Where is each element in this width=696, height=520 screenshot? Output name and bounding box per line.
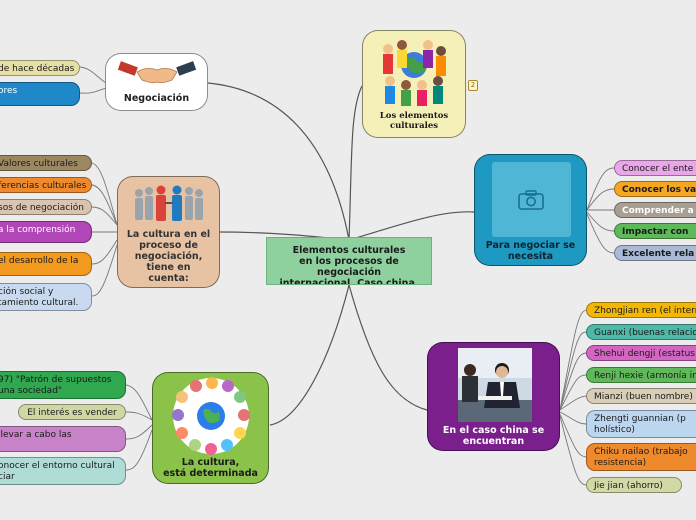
caso-china-child-7[interactable]: Chiku nailao (trabajo resistencia) (586, 443, 696, 471)
para-negociar-child-1[interactable]: Conocer el ente (614, 160, 696, 176)
caso-china-child-1[interactable]: Zhongjian ren (el interm (586, 302, 696, 318)
caso-china-child-4[interactable]: Renji hexie (armonía in (586, 367, 696, 383)
image-placeholder (492, 162, 571, 237)
cultura-neg-child-3[interactable]: sos de negociación (0, 199, 92, 215)
link-center-para-negociar (348, 211, 475, 241)
topic-caso-china-label: En el caso china se encuentran (442, 425, 545, 447)
caso-china-child-2[interactable]: Guanxi (buenas relacio (586, 324, 696, 340)
topic-elementos-culturales[interactable]: Los elementos culturales (362, 30, 466, 138)
negociacion-child-1[interactable]: de hace décadas (0, 60, 80, 76)
cultura-neg-child-6[interactable]: ción social y tamiento cultural. (0, 283, 92, 311)
caso-china-child-8[interactable]: Jie jian (ahorro) (586, 477, 682, 493)
cultura-neg-child-5[interactable]: el desarrollo de la (0, 252, 92, 276)
caso-china-child-3[interactable]: Shehui dengji (estatus (586, 345, 696, 361)
para-negociar-child-4[interactable]: Impactar con (614, 223, 696, 239)
elementos-badge[interactable]: 2 (468, 80, 478, 91)
cultura-det-child-4[interactable]: onocer el entorno cultural ciar (0, 457, 126, 485)
faces-globe-icon (171, 377, 250, 455)
caso-china-child-5[interactable]: Mianzi (buen nombre) (586, 388, 696, 404)
negociacion-child-2[interactable]: ores (0, 82, 80, 106)
cultura-det-child-3[interactable]: llevar a cabo las (0, 426, 126, 452)
topic-cultura-determinada-label: La cultura, está determinada (163, 457, 258, 479)
para-negociar-child-3[interactable]: Comprender a (614, 202, 696, 218)
link-center-caso-china (348, 284, 428, 411)
business-meeting-photo (458, 348, 532, 422)
link-center-elementos (348, 85, 363, 241)
central-topic[interactable]: Elementos culturales en los procesos de … (266, 237, 432, 285)
link-center-negociacion (207, 82, 350, 241)
cultura-det-child-2[interactable]: El interés es vender (18, 404, 126, 420)
para-negociar-child-5[interactable]: Excelente rela (614, 245, 696, 261)
camera-icon (518, 190, 544, 210)
link-center-cultura-det (269, 284, 350, 426)
cultura-neg-child-2[interactable]: ferencias culturales (0, 177, 92, 193)
caso-china-child-6[interactable]: Zhengti guannian (p holístico) (586, 410, 696, 438)
topic-negociacion-label: Negociación (123, 93, 190, 104)
cultura-neg-child-4[interactable]: a la comprensión (0, 221, 92, 243)
para-negociar-child-2[interactable]: Conocer los val (614, 181, 696, 197)
topic-negociacion[interactable]: Negociación (105, 53, 208, 111)
topic-elementos-culturales-label: Los elementos culturales (379, 111, 449, 131)
cultura-neg-child-1[interactable]: Valores culturales (0, 155, 92, 171)
topic-caso-china[interactable]: En el caso china se encuentran (427, 342, 560, 451)
topic-para-negociar[interactable]: Para negociar se necesita (474, 154, 587, 266)
handshake-icon (117, 61, 196, 84)
cultura-det-child-1[interactable]: 97) "Patrón de supuestos una sociedad" (0, 371, 126, 399)
topic-cultura-negociacion-label: La cultura en el proceso de negociación,… (126, 229, 211, 284)
topic-para-negociar-label: Para negociar se necesita (485, 240, 576, 262)
people-handshake-icon (134, 185, 203, 221)
children-globe-icon (383, 40, 446, 106)
topic-cultura-determinada[interactable]: La cultura, está determinada (152, 372, 269, 484)
topic-cultura-negociacion[interactable]: La cultura en el proceso de negociación,… (117, 176, 220, 288)
